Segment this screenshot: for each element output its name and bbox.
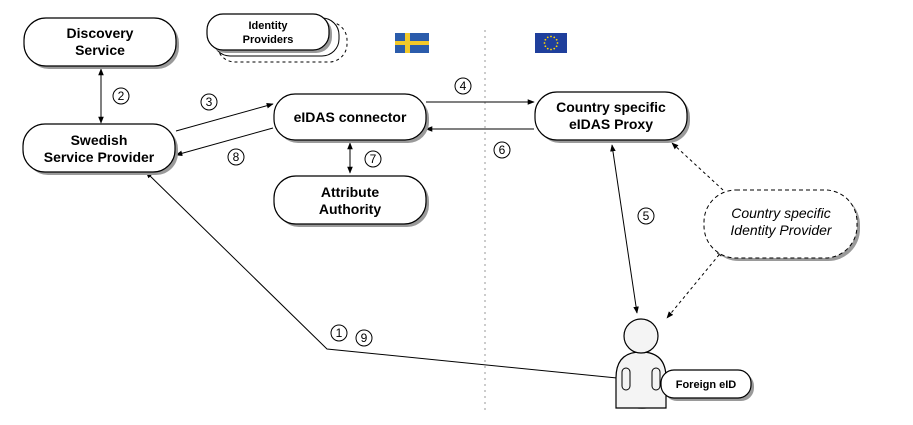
attribute-authority-label-2: Authority	[319, 201, 381, 217]
attribute-authority-label-1: Attribute	[321, 184, 380, 200]
step-4-badge: 4	[454, 77, 472, 95]
step-9-badge: 9	[355, 329, 373, 347]
edge-1-9	[145, 171, 618, 379]
step-7-label: 7	[370, 152, 377, 166]
discovery-service-node: Discovery Service	[23, 17, 179, 69]
step-2-label: 2	[118, 89, 125, 103]
edge-8	[175, 127, 274, 157]
country-idp-label-2: Identity Provider	[730, 222, 832, 238]
country-idp-node: Country specific Identity Provider	[703, 189, 860, 261]
step-5-label: 5	[643, 209, 650, 223]
identity-providers-node: Identity Providers	[206, 13, 348, 63]
identity-providers-label-1: Identity	[248, 20, 288, 32]
country-idp-label-1: Country specific	[731, 205, 831, 221]
step-3-badge: 3	[200, 93, 218, 111]
step-3-label: 3	[206, 95, 213, 109]
step-1-label: 1	[336, 326, 343, 340]
swedish-sp-label-2: Service Provider	[44, 149, 155, 165]
step-2-badge: 2	[112, 87, 130, 105]
identity-providers-label-2: Providers	[243, 34, 294, 46]
step-7-badge: 7	[364, 150, 382, 168]
discovery-service-label-2: Service	[75, 42, 125, 58]
step-1-badge: 1	[330, 324, 348, 342]
step-6-badge: 6	[493, 141, 511, 159]
foreign-eid-label: Foreign eID	[676, 379, 737, 391]
edge-3	[175, 102, 274, 132]
edge-5	[610, 144, 639, 314]
sweden-flag-icon	[395, 33, 429, 53]
eidas-connector-label: eIDAS connector	[294, 109, 407, 125]
user-person-icon	[615, 318, 667, 409]
country-proxy-label-1: Country specific	[556, 99, 666, 115]
eidas-connector-node: eIDAS connector	[273, 93, 429, 143]
discovery-service-label-1: Discovery	[67, 25, 134, 41]
step-5-badge: 5	[637, 207, 655, 225]
edge-idp-user	[666, 249, 724, 319]
foreign-eid-badge: Foreign eID	[660, 369, 754, 401]
step-4-label: 4	[460, 79, 467, 93]
step-8-badge: 8	[227, 148, 245, 166]
attribute-authority-node: Attribute Authority	[273, 175, 429, 227]
country-proxy-node: Country specific eIDAS Proxy	[534, 91, 690, 143]
swedish-sp-node: Swedish Service Provider	[22, 123, 178, 175]
step-9-label: 9	[361, 331, 368, 345]
country-proxy-label-2: eIDAS Proxy	[569, 116, 653, 132]
eu-flag-icon	[535, 33, 567, 53]
step-6-label: 6	[499, 143, 506, 157]
step-8-label: 8	[233, 150, 240, 164]
edge-idp-proxy	[671, 142, 724, 191]
swedish-sp-label-1: Swedish	[71, 132, 128, 148]
